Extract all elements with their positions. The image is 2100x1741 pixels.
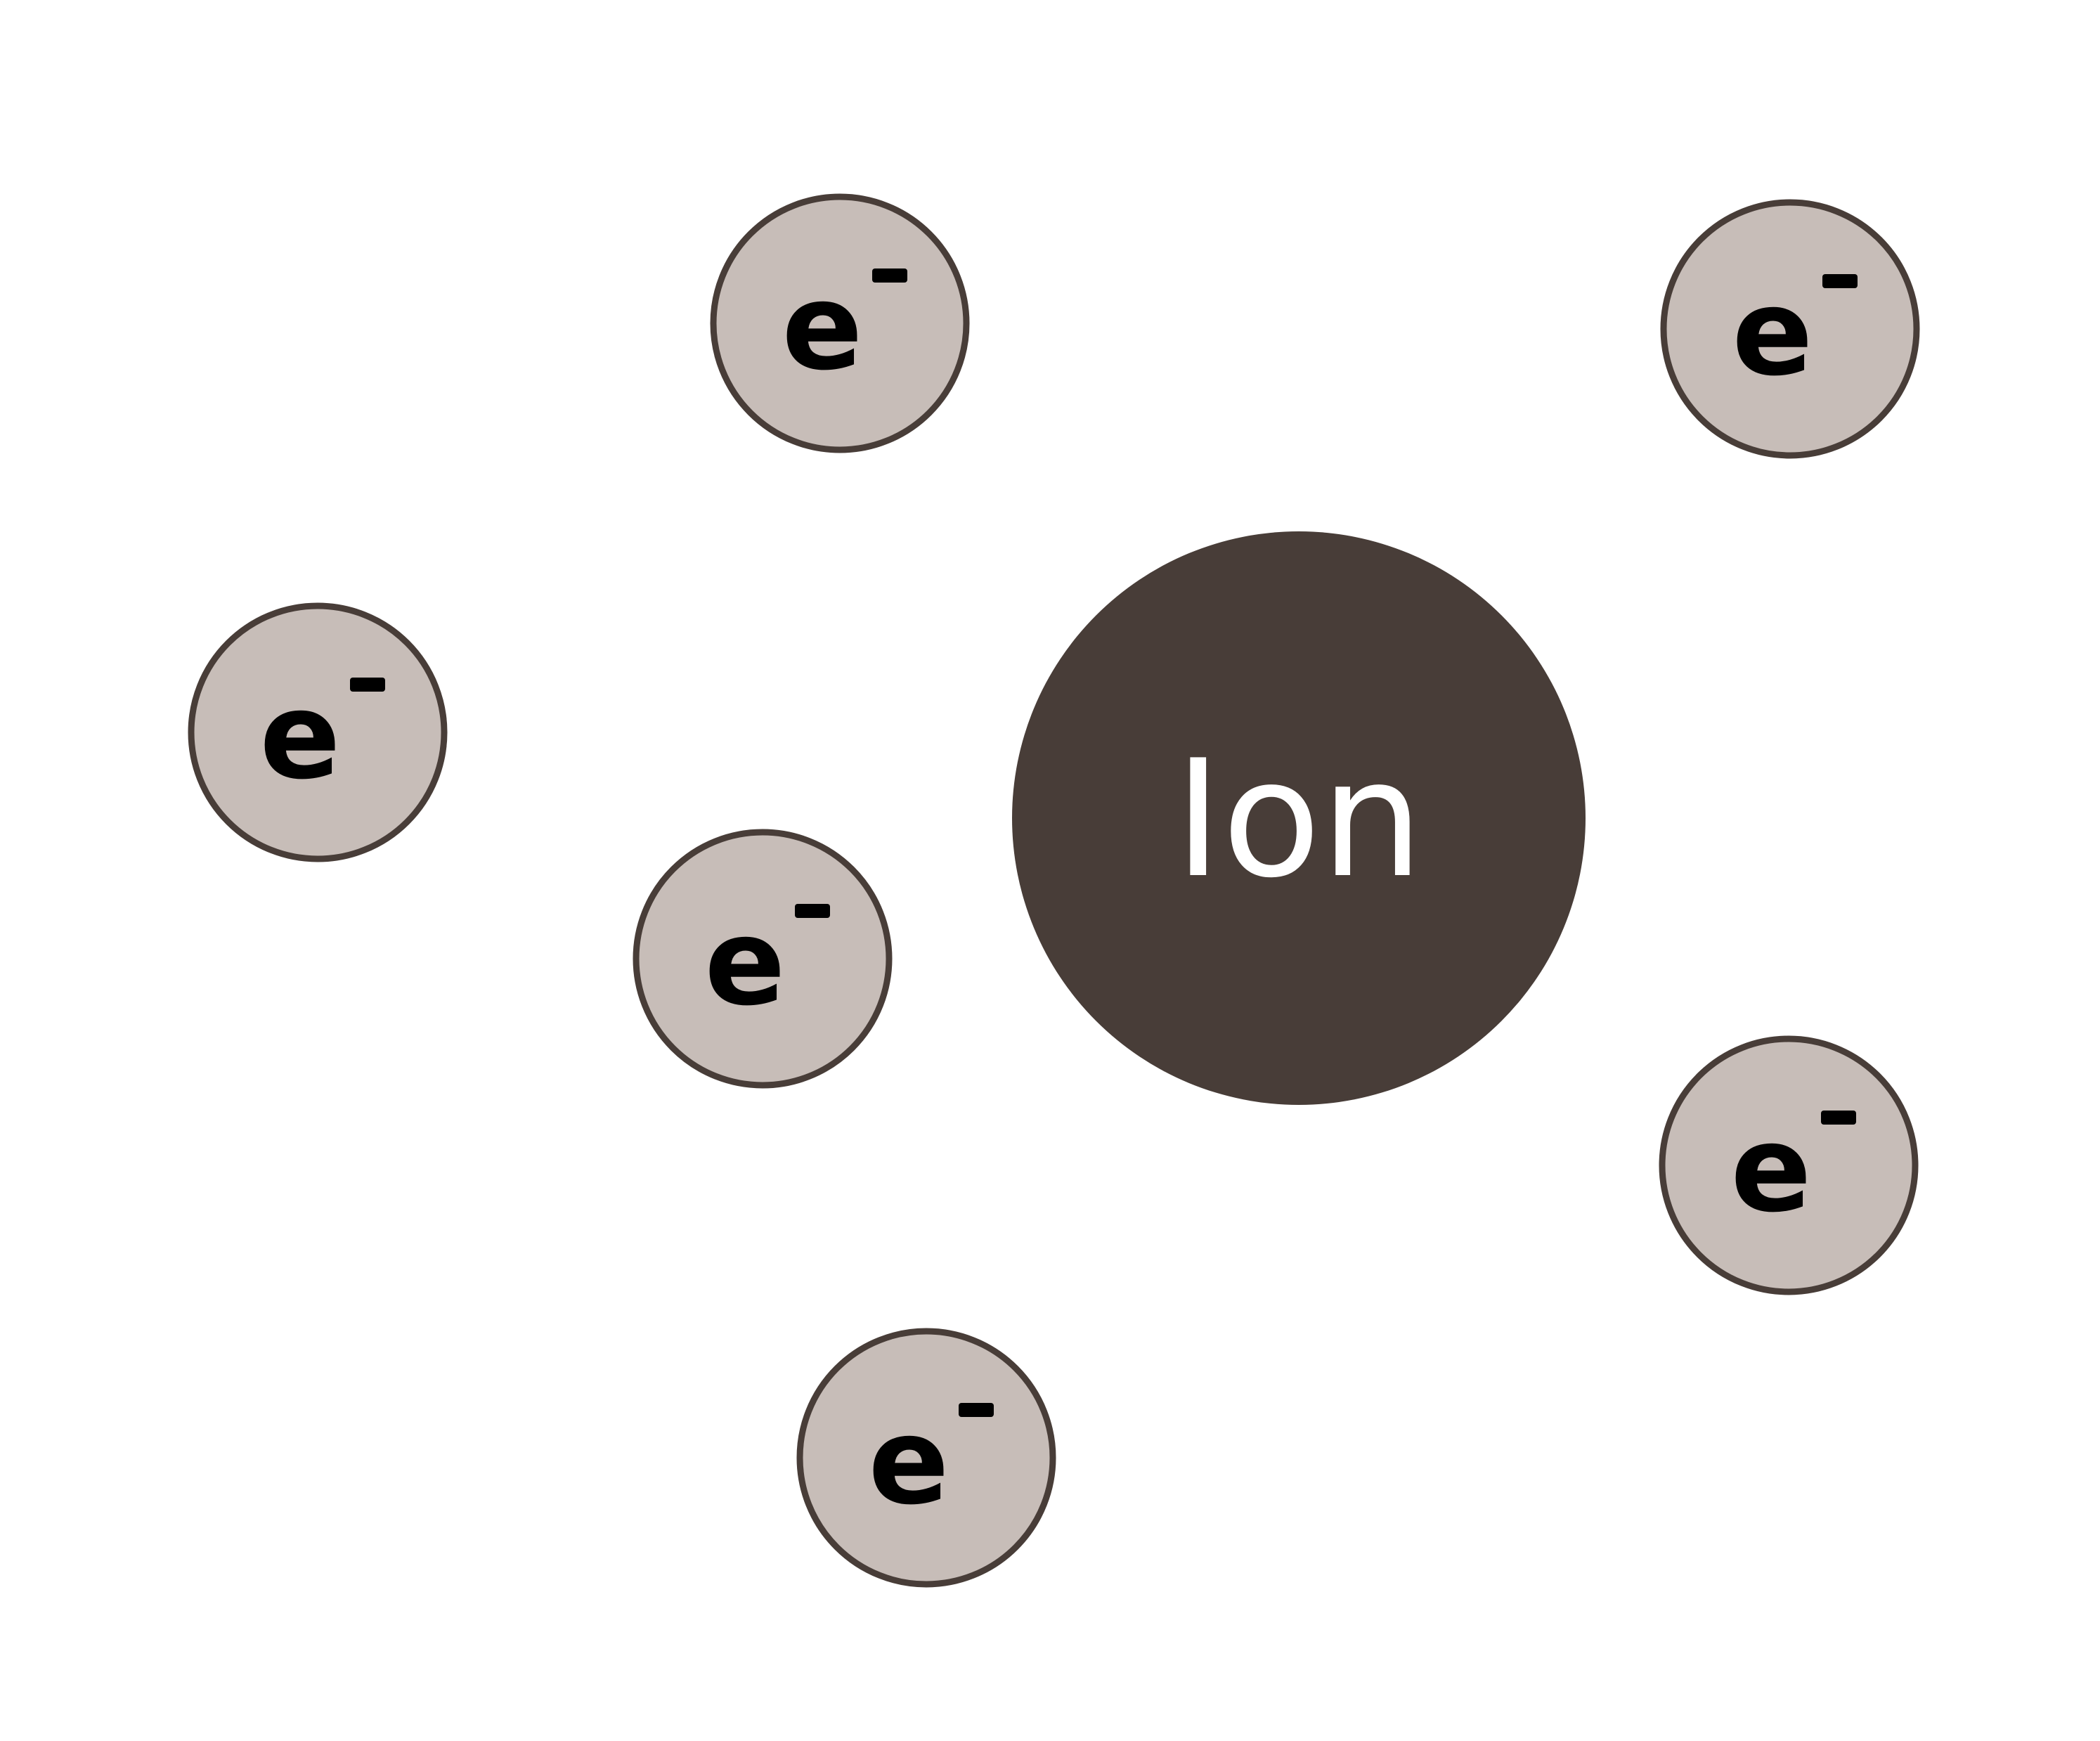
negative-charge-sign bbox=[872, 268, 907, 283]
electron-symbol: e bbox=[782, 258, 862, 397]
electron-circle bbox=[710, 193, 970, 453]
negative-charge-sign bbox=[795, 904, 830, 918]
electron: e bbox=[188, 602, 448, 862]
ion-circle bbox=[1012, 531, 1586, 1105]
electron-symbol: e bbox=[1730, 1100, 1811, 1239]
negative-charge-sign bbox=[959, 1403, 994, 1417]
electron-symbol: e bbox=[868, 1392, 949, 1532]
electron-circle bbox=[1660, 199, 1920, 459]
electron-circle bbox=[1659, 1035, 1919, 1295]
electron: e bbox=[1659, 1035, 1919, 1295]
electron-circle bbox=[796, 1328, 1056, 1588]
electron: e bbox=[710, 193, 970, 453]
electron: e bbox=[1660, 199, 1920, 459]
negative-charge-sign bbox=[1822, 274, 1858, 288]
electron: e bbox=[796, 1328, 1056, 1588]
electron-circle bbox=[188, 602, 448, 862]
negative-charge-sign bbox=[350, 678, 385, 692]
ion-label: Ion bbox=[1174, 726, 1423, 914]
ion: Ion bbox=[1012, 531, 1586, 1105]
electron-symbol: e bbox=[259, 667, 340, 806]
electron-symbol: e bbox=[704, 893, 785, 1033]
negative-charge-sign bbox=[1821, 1111, 1856, 1125]
electron-symbol: e bbox=[1732, 264, 1813, 403]
electron-circle bbox=[633, 829, 893, 1089]
electron: e bbox=[633, 829, 893, 1089]
